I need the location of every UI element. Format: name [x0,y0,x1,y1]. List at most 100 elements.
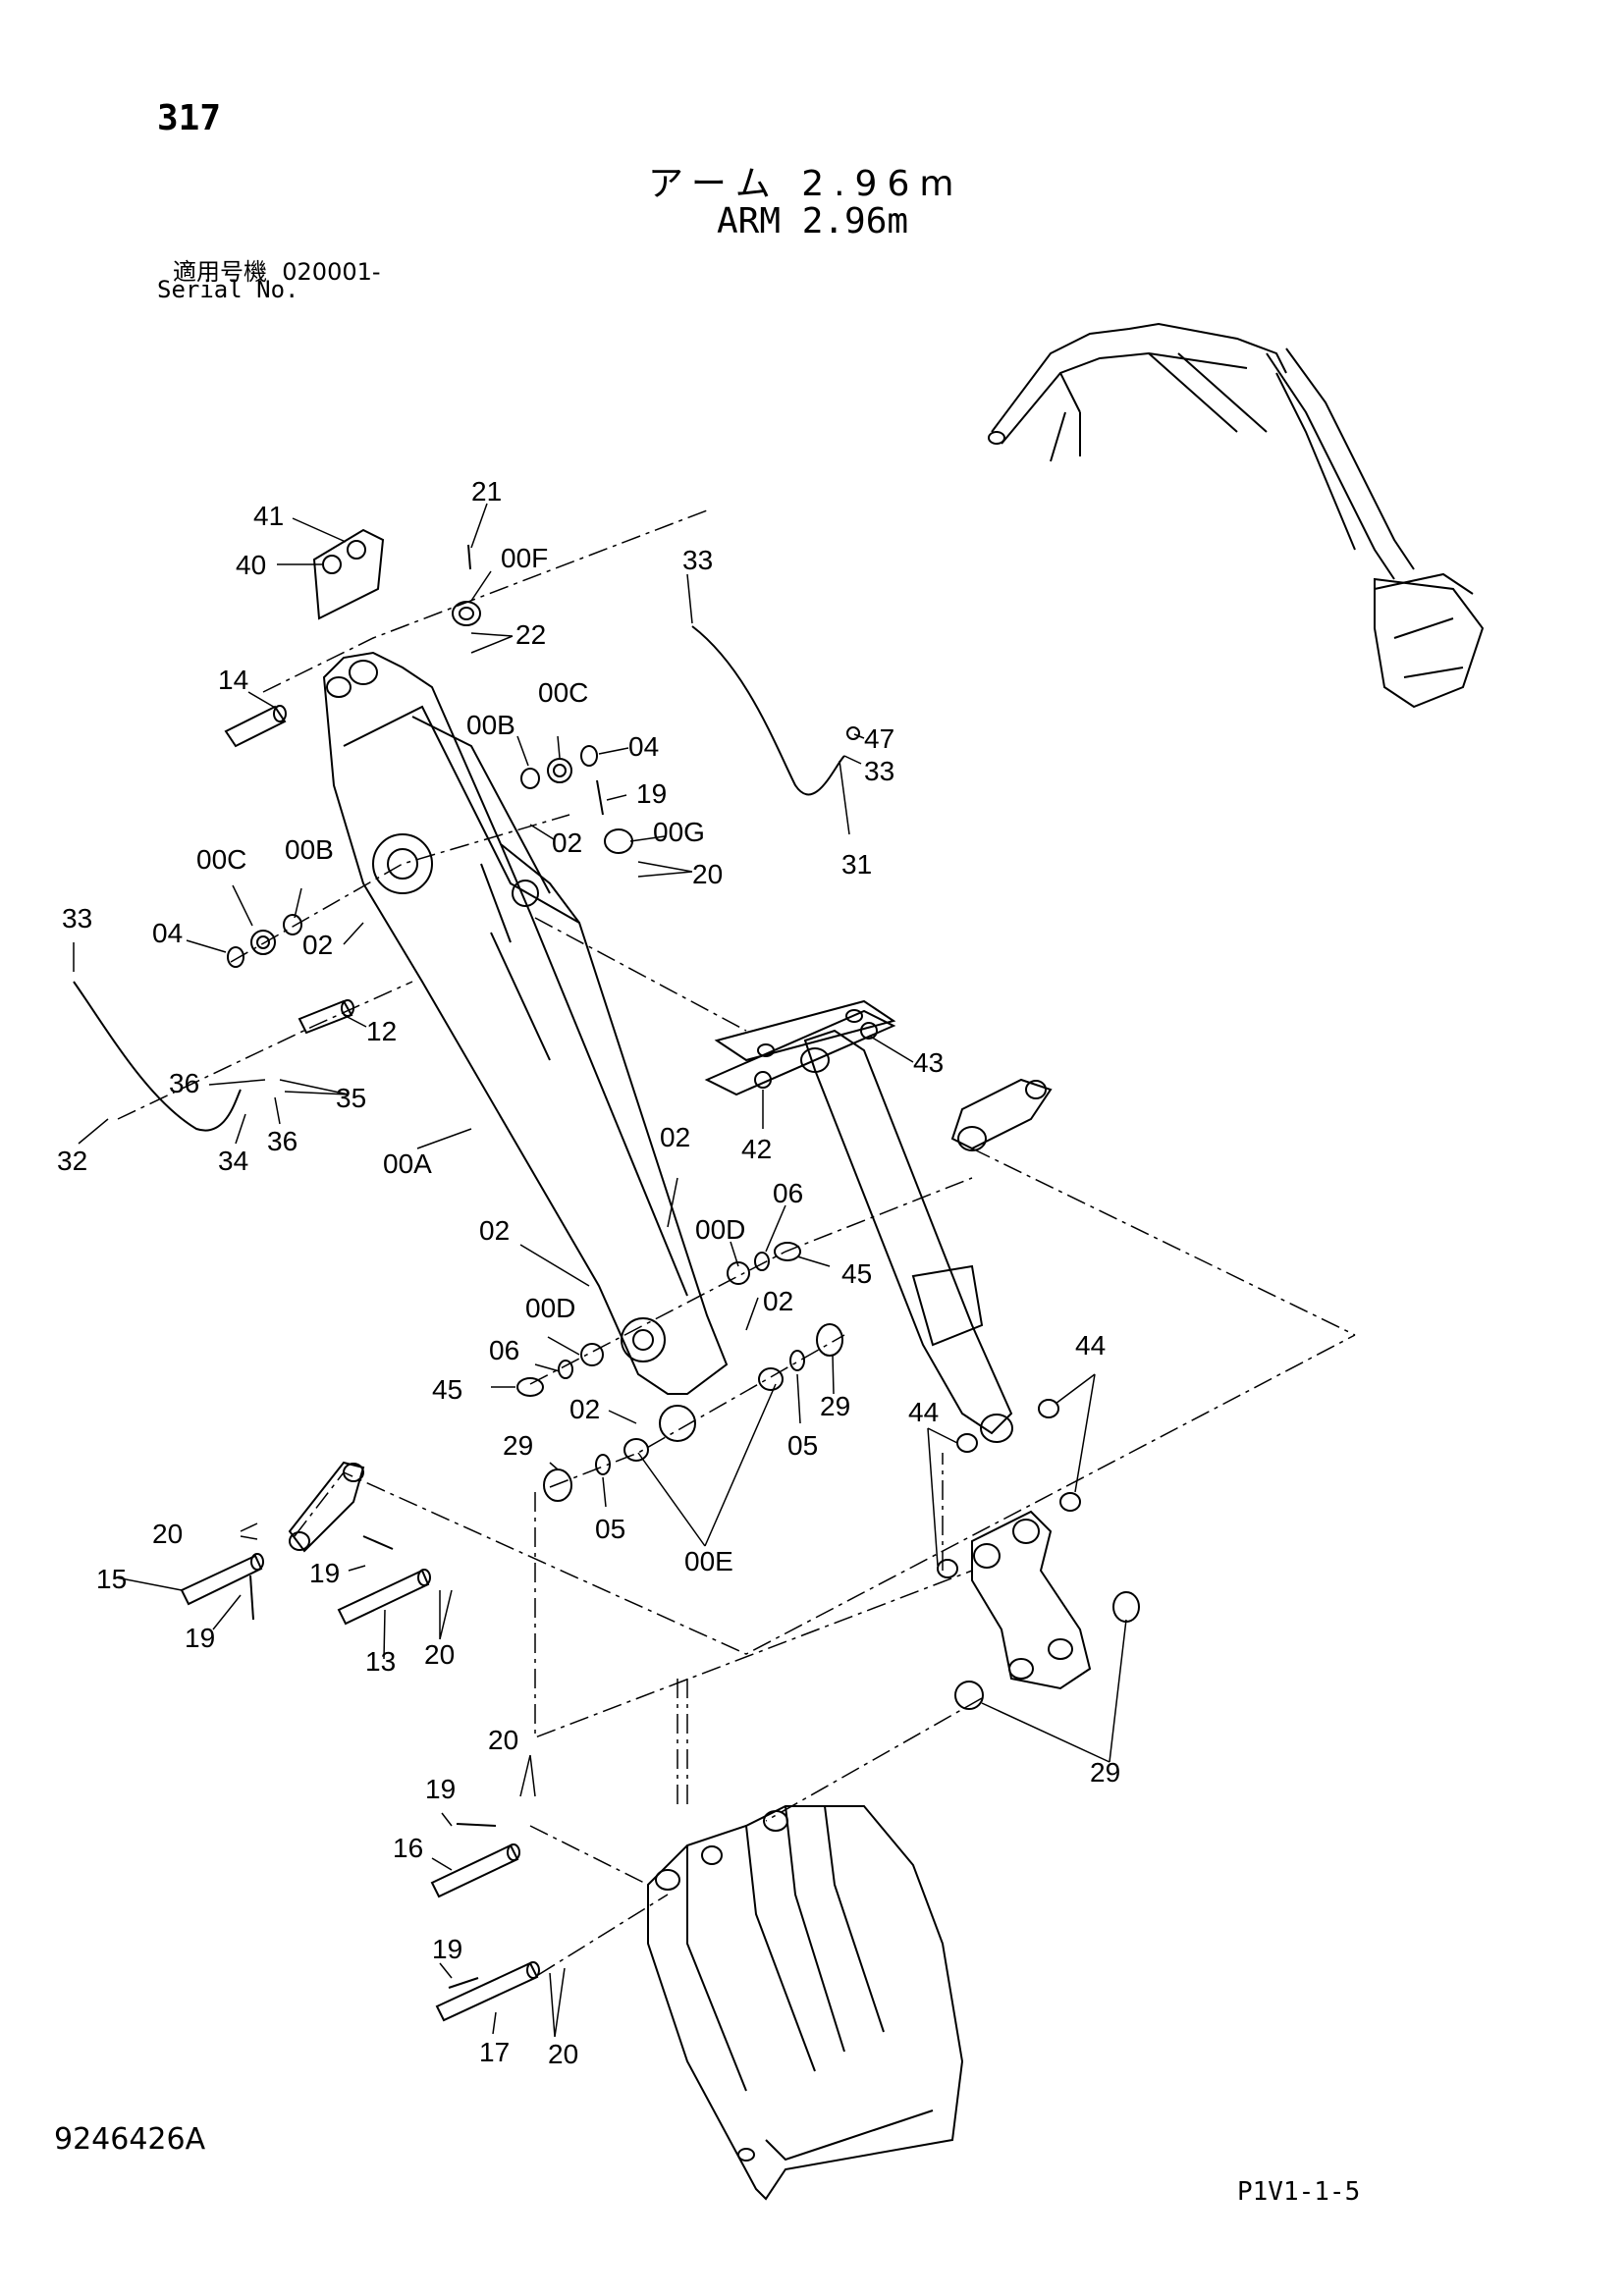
callout-21: 21 [471,476,502,507]
callout-32: 32 [57,1146,87,1176]
bushing-00F [452,601,481,626]
serial-value: 020001- [282,258,381,286]
callout-00E: 00E [684,1546,733,1576]
callout-00F: 00F [501,543,548,573]
pin-14 [224,705,287,748]
ring-00B-a [520,768,540,789]
callout-35: 35 [336,1083,366,1113]
bushing-00E-a [758,1367,784,1391]
excavator-inset-icon [988,322,1485,709]
shim-42-43 [704,1009,896,1096]
callout-47: 47 [864,723,894,754]
callout-36-lower: 36 [267,1126,298,1156]
callout-00G: 00G [653,817,705,847]
callout-20-bucket-lower: 20 [548,2039,578,2069]
bushing-00C-a [547,758,572,783]
ring-06-a [754,1252,770,1271]
serial-label-japanese: 適用号機 020001- [173,252,381,287]
ring-00B-b [283,914,302,935]
title-japanese: アーム 2.96m [648,164,964,204]
callout-02-lower: 02 [569,1394,600,1424]
callout-31: 31 [841,849,872,880]
shim-plate-40-41 [312,528,385,620]
callout-02-left: 02 [302,930,333,960]
bucket-cylinder [714,999,1013,1443]
bushing-00G [604,828,633,854]
washer-41 [347,540,366,560]
bolt-19-d [456,1823,497,1827]
callout-29-right: 29 [820,1391,850,1421]
grease-fitting-47 [846,726,860,740]
callout-00C-upper: 00C [538,677,588,708]
bolt-19-e [448,1977,479,1989]
ring-29-c [1112,1591,1140,1623]
callout-00A: 00A [383,1148,432,1179]
page-number: 317 [157,98,222,138]
callout-02-mid: 02 [479,1215,510,1246]
washer-45-b [516,1377,544,1397]
leader-lines [73,503,1127,2038]
title-english: ARM 2.96m [717,201,909,241]
callout-42: 42 [741,1134,772,1164]
callout-33-right: 33 [864,756,894,786]
callout-labels: 41 40 21 00F 22 33 14 00C 00B 04 47 33 1… [57,476,1120,2069]
washer-40 [322,555,342,574]
grease-hose-31 [691,625,845,796]
ring-29-d [954,1681,984,1710]
callout-44-left: 44 [908,1397,939,1427]
pin-13 [337,1569,431,1626]
washer-44-c [937,1559,958,1578]
callout-02-right: 02 [763,1286,793,1316]
page-code: P1V1-1-5 [1237,2177,1361,2207]
arm-body [322,651,729,1442]
callout-34: 34 [218,1146,248,1176]
callout-16: 16 [393,1833,423,1863]
callout-00B-upper: 00B [466,710,515,740]
callout-02-upper: 02 [552,828,582,858]
ring-29-b [543,1468,572,1502]
drawing-number: 9246426A [54,2122,206,2157]
callout-36-upper: 36 [169,1068,199,1098]
ring-04-a [580,745,598,767]
callout-19-upper: 19 [636,778,667,809]
callout-00B-lower: 00B [285,834,334,865]
callout-33-left: 33 [62,903,92,934]
washer-44-d [1059,1492,1081,1512]
callout-00D-lower: 00D [525,1293,575,1323]
callout-04-upper: 04 [628,731,659,762]
pin-16 [430,1843,520,1898]
callout-40: 40 [236,550,266,580]
pin-15 [180,1553,264,1606]
callout-13: 13 [365,1646,396,1677]
callout-19-bucket-lower: 19 [432,1934,462,1964]
callout-20-upper: 20 [692,859,723,889]
bucket-link [971,1510,1092,1690]
callout-19-lower-left: 19 [185,1623,215,1653]
callout-20-mid: 20 [424,1639,455,1670]
callout-14: 14 [218,665,248,695]
washer-45-a [774,1242,801,1261]
callout-45-left: 45 [432,1374,462,1405]
callout-12: 12 [366,1016,397,1046]
bushing-00D-b [580,1343,604,1366]
pin-17 [435,1961,540,2022]
bushing-00C-b [250,930,276,955]
callout-22: 22 [515,619,546,650]
bolt-19-a [596,779,604,816]
grease-hose-32 [73,981,242,1132]
side-link [950,1078,1053,1151]
callout-00D-upper: 00D [695,1214,745,1245]
callout-33-top: 33 [682,545,713,575]
serial-label-english: Serial No. [157,276,299,303]
callout-15: 15 [96,1564,127,1594]
callout-02-center: 02 [660,1122,690,1152]
callout-19-bucket-upper: 19 [425,1774,456,1804]
callout-20-left: 20 [152,1519,183,1549]
callout-05-left: 05 [595,1514,625,1544]
bolt-21 [467,544,471,570]
callout-43: 43 [913,1047,944,1078]
callout-19-left: 19 [309,1558,340,1588]
ring-05-a [789,1350,805,1371]
callout-06-upper: 06 [773,1178,803,1208]
callout-41: 41 [253,501,284,531]
